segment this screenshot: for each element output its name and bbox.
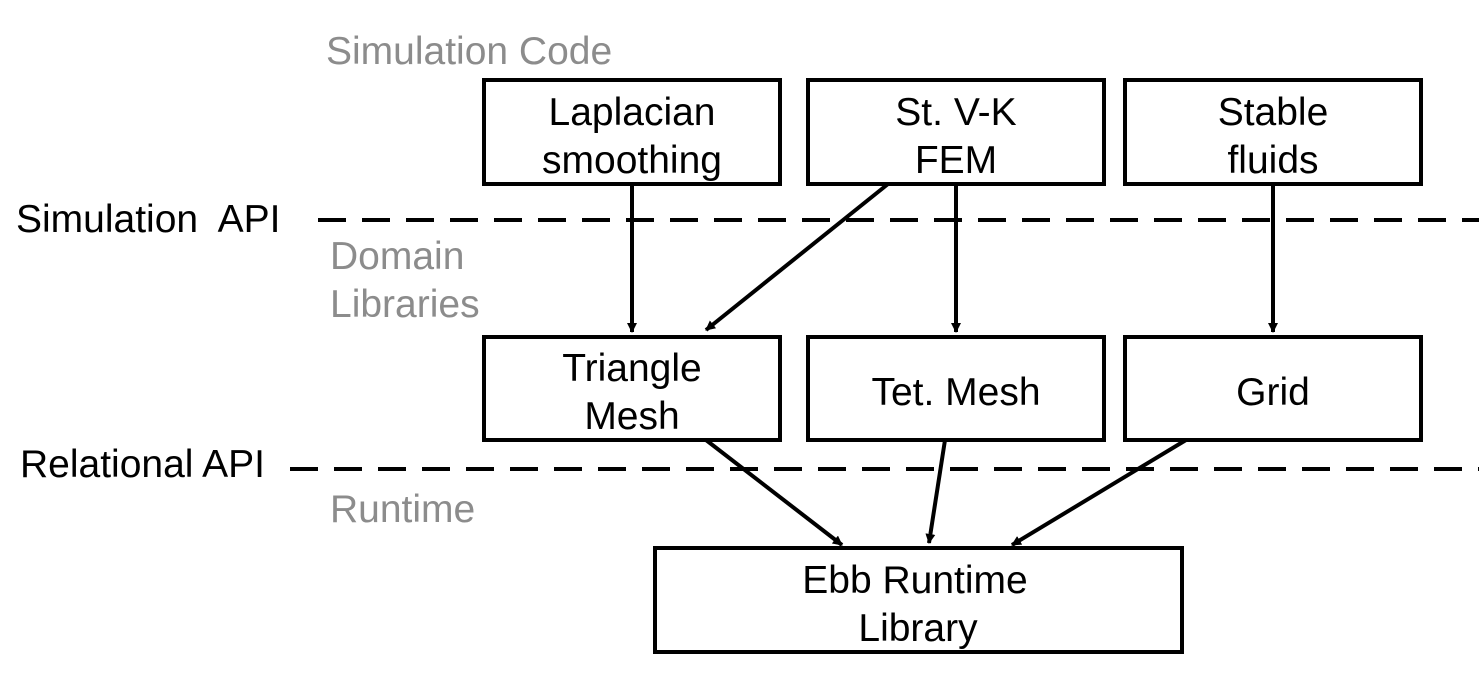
box-ebb-runtime-library: Ebb Runtime Library [653, 546, 1184, 654]
layer-label-domain-libraries-line2: Libraries [330, 283, 480, 326]
arrow-tet-to-ebb [925, 439, 947, 544]
box-stable-line2: fluids [1227, 139, 1318, 182]
layer-label-domain-libraries-line1: Domain [330, 235, 464, 278]
box-triangle-mesh: Triangle Mesh [482, 335, 782, 442]
box-grid: Grid [1123, 335, 1423, 442]
box-ebb-line2: Library [858, 607, 978, 650]
box-stvk-line2: FEM [915, 139, 997, 182]
box-grid-label: Grid [1236, 371, 1310, 414]
box-stvk-line1: St. V-K [895, 91, 1016, 134]
box-tet-mesh: Tet. Mesh [806, 335, 1106, 442]
box-stable-line1: Stable [1218, 91, 1329, 134]
api-label-relational: Relational API [20, 443, 265, 486]
box-ebb-line1: Ebb Runtime [802, 559, 1027, 602]
box-laplacian-smoothing: Laplacian smoothing [482, 78, 782, 186]
box-tet-label: Tet. Mesh [871, 371, 1040, 414]
box-laplacian-line1: Laplacian [549, 91, 716, 134]
arrow-grid-to-ebb [1010, 438, 1188, 547]
box-laplacian-line2: smoothing [542, 139, 722, 182]
layer-label-simulation-code: Simulation Code [326, 30, 612, 73]
layer-label-runtime: Runtime [330, 488, 475, 531]
arrow-stvk-to-triangle [704, 182, 890, 332]
box-triangle-line1: Triangle [562, 347, 701, 390]
box-triangle-line2: Mesh [584, 395, 679, 438]
box-stable-fluids: Stable fluids [1123, 78, 1423, 186]
api-label-simulation: Simulation API [16, 198, 280, 241]
arrow-triangle-to-ebb [704, 438, 844, 547]
box-stvk-fem: St. V-K FEM [806, 78, 1106, 186]
